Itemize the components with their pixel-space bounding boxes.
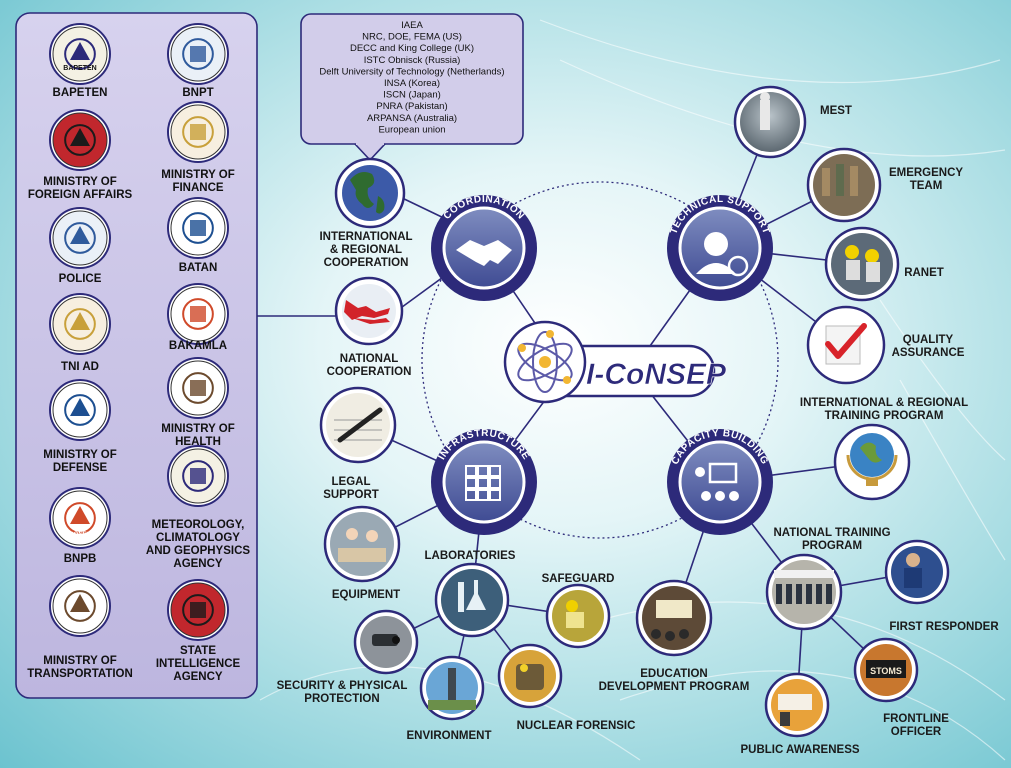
agency-logo-left-6: INDONESIA bbox=[49, 487, 111, 549]
security-camera-photo bbox=[353, 609, 419, 675]
agency-logo-right-7 bbox=[167, 579, 229, 641]
agency-logo-left-1: BAPETEN bbox=[49, 23, 111, 85]
partner-line-7: ISCN (Japan) bbox=[383, 90, 441, 101]
agency-name-right-4: BAKAMLA bbox=[169, 340, 227, 352]
agency-logo-left-7 bbox=[49, 575, 111, 637]
agency-logo-right-5 bbox=[167, 357, 229, 419]
agency-name-left-6: BNPB bbox=[64, 553, 97, 565]
partner-line-8: PNRA (Pakistan) bbox=[376, 101, 447, 112]
iconsep-title: I-CoNSEP bbox=[586, 358, 727, 391]
agency-logo-right-2 bbox=[167, 101, 229, 163]
first-responder-photo bbox=[884, 539, 950, 605]
agency-name-right-1: BNPT bbox=[182, 87, 213, 99]
education-photo bbox=[635, 579, 713, 657]
capacity-building-hub: CAPACITY BUILDING bbox=[667, 428, 773, 535]
bapeten-seal-text: BAPETEN bbox=[63, 65, 96, 72]
quality-check-icon bbox=[806, 305, 886, 385]
partner-line-5: Delft University of Technology (Netherla… bbox=[319, 66, 504, 77]
national-training-photo bbox=[765, 553, 843, 631]
agency-logo-left-4 bbox=[49, 293, 111, 355]
agency-logo-right-4 bbox=[167, 283, 229, 345]
agency-logo-right-6 bbox=[167, 445, 229, 507]
agency-logo-left-2 bbox=[49, 109, 111, 171]
label-first-responder: FIRST RESPONDER bbox=[889, 621, 999, 633]
partner-line-3: DECC and King College (UK) bbox=[350, 43, 474, 54]
label-safeguard: SAFEGUARD bbox=[542, 573, 615, 585]
partner-line-6: INSA (Korea) bbox=[384, 78, 440, 89]
legal-pen-photo bbox=[319, 386, 397, 464]
mest-photo bbox=[733, 85, 807, 159]
equipment-photo bbox=[323, 505, 401, 583]
agency-name-right-3: BATAN bbox=[179, 262, 218, 274]
label-environment: ENVIRONMENT bbox=[407, 730, 492, 742]
agency-name-left-4: TNI AD bbox=[61, 361, 99, 373]
label-equipment: EQUIPMENT bbox=[332, 589, 400, 601]
partner-line-4: ISTC Obnisck (Russia) bbox=[364, 55, 461, 66]
label-mest: MEST bbox=[820, 105, 852, 117]
handshake-icon bbox=[456, 240, 512, 266]
frontline-vest-text: STOMS bbox=[870, 666, 902, 676]
desk-globe-icon bbox=[833, 423, 911, 501]
bnpb-seal-text: INDONESIA bbox=[63, 532, 97, 538]
partner-line-10: European union bbox=[378, 124, 445, 135]
label-public-awareness: PUBLIC AWARENESS bbox=[740, 744, 859, 756]
agency-logo-right-3 bbox=[167, 197, 229, 259]
nuclear-forensic-photo bbox=[497, 643, 563, 709]
cube-icon bbox=[465, 465, 501, 501]
agency-logo-left-3 bbox=[49, 207, 111, 269]
indonesia-map-icon bbox=[334, 276, 404, 346]
headset-icon bbox=[696, 232, 749, 277]
agency-logo-left-5 bbox=[49, 379, 111, 441]
orbit-ring bbox=[421, 181, 779, 539]
label-nuclear-forensic: NUCLEAR FORENSIC bbox=[517, 720, 636, 732]
environment-photo bbox=[419, 655, 485, 721]
board-icon bbox=[695, 462, 739, 501]
partner-line-9: ARPANSA (Australia) bbox=[367, 113, 457, 124]
agency-name-left-1: BAPETEN bbox=[53, 87, 108, 99]
agency-name-left-3: POLICE bbox=[59, 273, 102, 285]
public-awareness-photo bbox=[764, 672, 830, 738]
agency-logo-right-1 bbox=[167, 23, 229, 85]
ranet-photo bbox=[824, 226, 900, 302]
safeguard-photo bbox=[545, 583, 611, 649]
emergency-team-photo bbox=[806, 147, 882, 223]
globe-icon bbox=[334, 157, 406, 229]
iconsep-logo: I-CoNSEP bbox=[503, 320, 727, 404]
infrastructure-hub: INFRASTRUCTURE bbox=[431, 428, 537, 535]
label-ranet: RANET bbox=[904, 267, 944, 279]
label-laboratories: LABORATORIES bbox=[425, 550, 516, 562]
laboratories-photo bbox=[434, 562, 510, 638]
technical-support-hub: TECHNICAL SUPPORT bbox=[667, 194, 773, 301]
frontline-officer-photo: STOMS bbox=[853, 637, 919, 703]
partner-line-1: IAEA bbox=[401, 20, 423, 31]
partner-line-2: NRC, DOE, FEMA (US) bbox=[362, 32, 462, 43]
coordination-hub: COORDINATION bbox=[431, 194, 537, 301]
